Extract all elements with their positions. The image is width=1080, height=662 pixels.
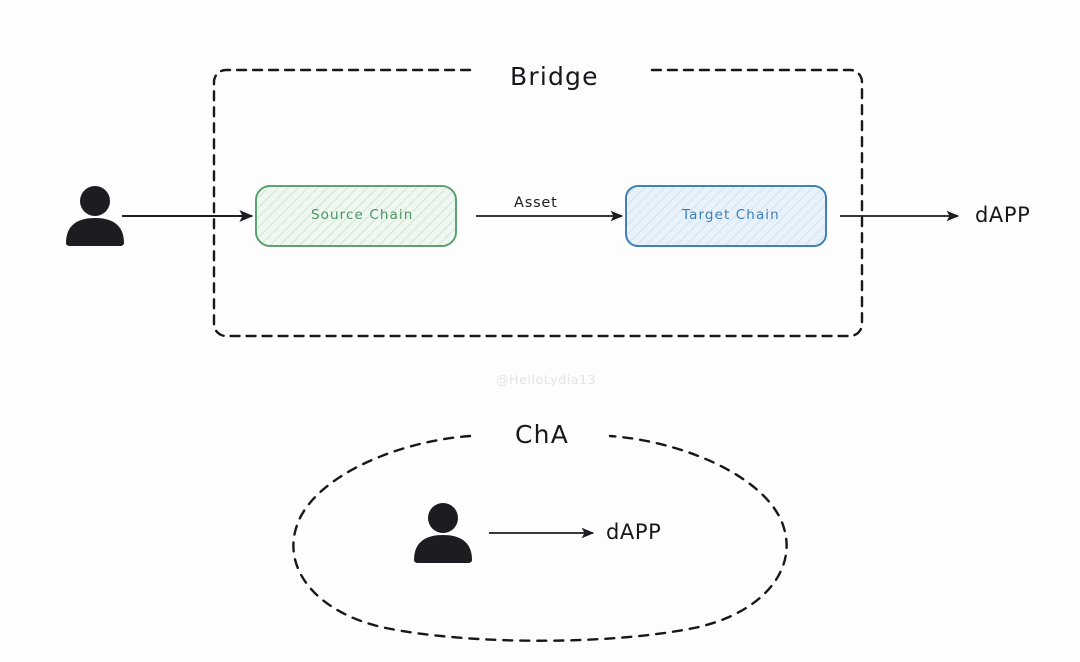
- user-person-icon-cha: [414, 503, 472, 563]
- source-chain-label: Source Chain: [311, 207, 414, 223]
- dapp-output-label: dAPP: [975, 203, 1031, 227]
- source-chain-node[interactable]: [255, 185, 457, 247]
- cha-title: ChA: [515, 420, 570, 449]
- bridge-title: Bridge: [510, 62, 599, 91]
- dapp-output-label-cha: dAPP: [606, 520, 662, 544]
- target-chain-label: Target Chain: [682, 207, 780, 223]
- bridge-container-outline: [212, 68, 864, 338]
- cha-container-outline: [292, 434, 788, 642]
- target-chain-node[interactable]: [625, 185, 827, 247]
- watermark-text: @HelloLydia13: [496, 372, 597, 387]
- user-person-icon: [66, 186, 124, 246]
- asset-edge-label: Asset: [514, 195, 558, 211]
